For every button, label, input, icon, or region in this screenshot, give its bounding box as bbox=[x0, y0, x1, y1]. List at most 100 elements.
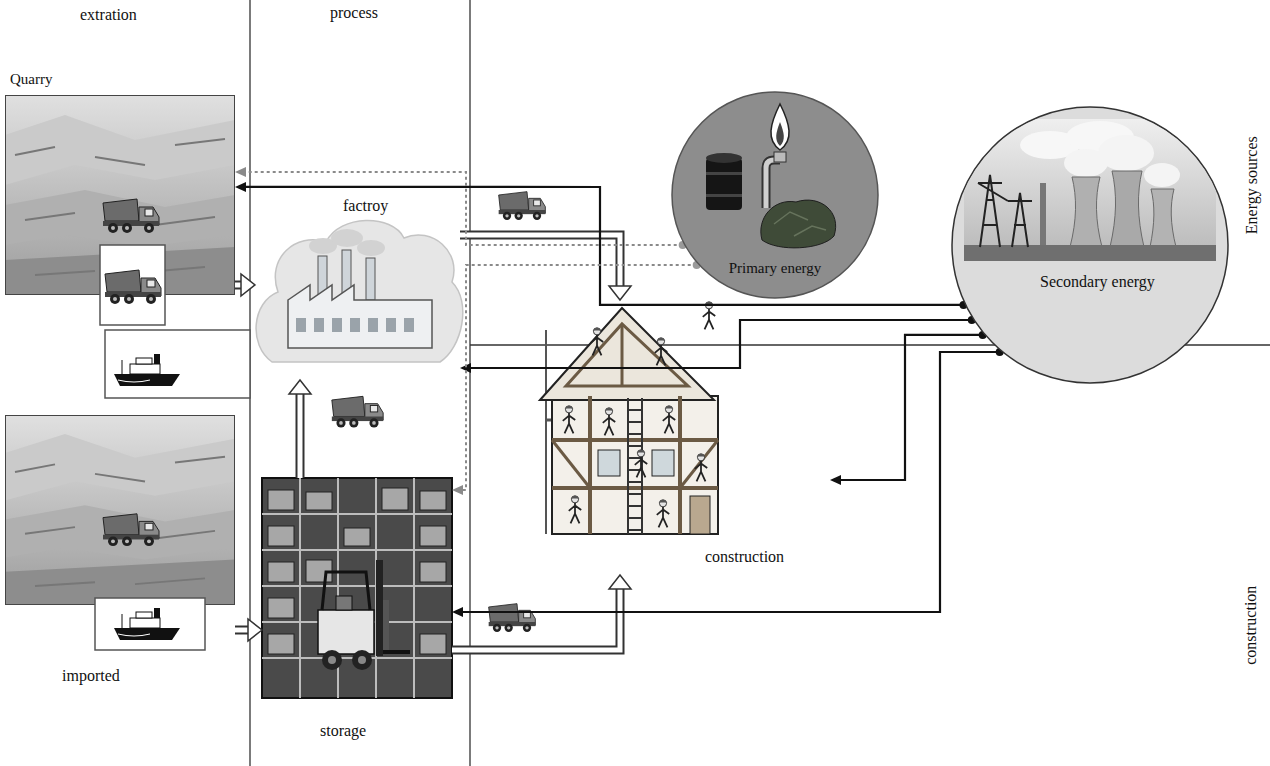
house-illustration bbox=[690, 496, 710, 534]
connector-outline bbox=[460, 235, 620, 286]
storage-illustration bbox=[322, 572, 370, 610]
house-illustration bbox=[552, 438, 718, 442]
arrow-head bbox=[248, 619, 262, 641]
section-dividers bbox=[250, 0, 1270, 766]
storage-illustration bbox=[420, 562, 446, 582]
storage-illustration bbox=[336, 596, 352, 610]
storage-illustration bbox=[268, 490, 294, 510]
quarry-illustration bbox=[105, 330, 250, 398]
node-label: storage bbox=[320, 722, 366, 740]
flow-connector bbox=[289, 380, 311, 478]
node-label: Primary energy bbox=[729, 260, 822, 277]
house-illustration bbox=[563, 406, 575, 434]
secondary-energy-art bbox=[1070, 177, 1102, 247]
arrow-head bbox=[830, 475, 841, 485]
primary-energy-art bbox=[706, 172, 742, 175]
factory-illustration bbox=[288, 285, 432, 348]
secondary-energy-art bbox=[978, 175, 1032, 247]
connector-line bbox=[841, 335, 983, 480]
connector-line bbox=[463, 352, 1000, 612]
flow-connector bbox=[460, 235, 631, 300]
secondary-energy-art bbox=[964, 119, 1216, 261]
storage-illustration bbox=[420, 634, 446, 654]
flow-connector bbox=[235, 274, 255, 296]
section-label-text: construction bbox=[1243, 585, 1261, 664]
section-label: process bbox=[330, 4, 378, 22]
factory-illustration bbox=[357, 240, 385, 256]
connector-line bbox=[463, 265, 697, 490]
imported-photo: imported bbox=[5, 415, 235, 650]
quarry-illustration bbox=[5, 95, 250, 398]
house-illustration bbox=[566, 324, 688, 386]
primary-energy-art bbox=[761, 200, 836, 248]
truck-icons bbox=[499, 192, 546, 220]
primary-energy-art bbox=[774, 212, 826, 236]
storage-illustration bbox=[383, 650, 410, 654]
house-illustration bbox=[552, 486, 718, 490]
secondary-energy-art bbox=[950, 105, 1230, 385]
secondary-energy-art bbox=[1110, 171, 1144, 247]
storage-illustration bbox=[328, 656, 336, 664]
connector-outline bbox=[235, 626, 248, 635]
secondary-energy-art bbox=[1098, 135, 1154, 171]
construction-site: construction bbox=[530, 300, 830, 575]
arrow-head bbox=[609, 286, 631, 300]
arrow-head bbox=[609, 575, 631, 589]
house-illustration bbox=[552, 440, 590, 488]
flow-connector bbox=[830, 331, 987, 485]
primary-energy-art bbox=[706, 194, 742, 197]
flow-connector bbox=[235, 619, 262, 641]
storage-illustration bbox=[262, 478, 452, 698]
section-label: extration bbox=[80, 6, 137, 24]
house-illustration bbox=[635, 450, 647, 478]
arrow-head bbox=[235, 182, 246, 192]
factory-illustration bbox=[256, 220, 463, 362]
imported-illustration bbox=[95, 598, 205, 650]
secondary-energy-circle: Secondary energy bbox=[950, 105, 1230, 385]
truck-icons bbox=[332, 396, 383, 427]
factory-illustration bbox=[296, 318, 306, 332]
secondary-energy-art bbox=[1040, 183, 1046, 247]
storage-warehouse: storage bbox=[262, 478, 452, 698]
imported-illustration bbox=[5, 415, 235, 605]
storage-illustration bbox=[358, 656, 366, 664]
primary-energy-art bbox=[766, 160, 780, 208]
flow-connector bbox=[460, 316, 976, 373]
factory-illustration bbox=[256, 220, 463, 362]
node-label: imported bbox=[62, 667, 120, 685]
secondary-energy-art bbox=[964, 245, 1216, 261]
section-label: Energy sources bbox=[1243, 136, 1261, 234]
secondary-energy-art bbox=[952, 107, 1228, 383]
factory-node: factroy bbox=[255, 195, 460, 380]
connector-body bbox=[452, 589, 620, 650]
house-illustration bbox=[540, 308, 714, 400]
flow-connector bbox=[452, 261, 701, 495]
flow-connector bbox=[235, 167, 687, 249]
storage-illustration bbox=[383, 600, 389, 652]
factory-illustration bbox=[332, 318, 342, 332]
house-illustration bbox=[552, 396, 718, 534]
storage-illustration bbox=[262, 478, 452, 698]
storage-illustration bbox=[306, 492, 332, 510]
arrow-head bbox=[241, 274, 255, 296]
storage-illustration bbox=[268, 634, 294, 654]
house-illustration bbox=[657, 500, 669, 528]
house-illustration bbox=[628, 398, 642, 534]
storage-illustration bbox=[420, 526, 446, 546]
connector-line bbox=[471, 320, 972, 368]
storage-illustration bbox=[376, 560, 383, 656]
primary-energy-art bbox=[672, 92, 878, 298]
secondary-energy-art bbox=[964, 119, 1216, 261]
factory-illustration bbox=[404, 318, 414, 332]
primary-energy-art bbox=[771, 104, 789, 150]
quarry-illustration bbox=[100, 245, 165, 325]
storage-illustration bbox=[268, 562, 294, 582]
storage-illustration bbox=[268, 526, 294, 546]
truck-icons bbox=[332, 192, 545, 632]
primary-energy-circle: Primary energy bbox=[670, 90, 880, 300]
node-label: construction bbox=[705, 548, 784, 566]
house-illustration bbox=[663, 406, 675, 434]
arrow-head bbox=[235, 167, 246, 177]
primary-energy-art bbox=[766, 160, 780, 208]
